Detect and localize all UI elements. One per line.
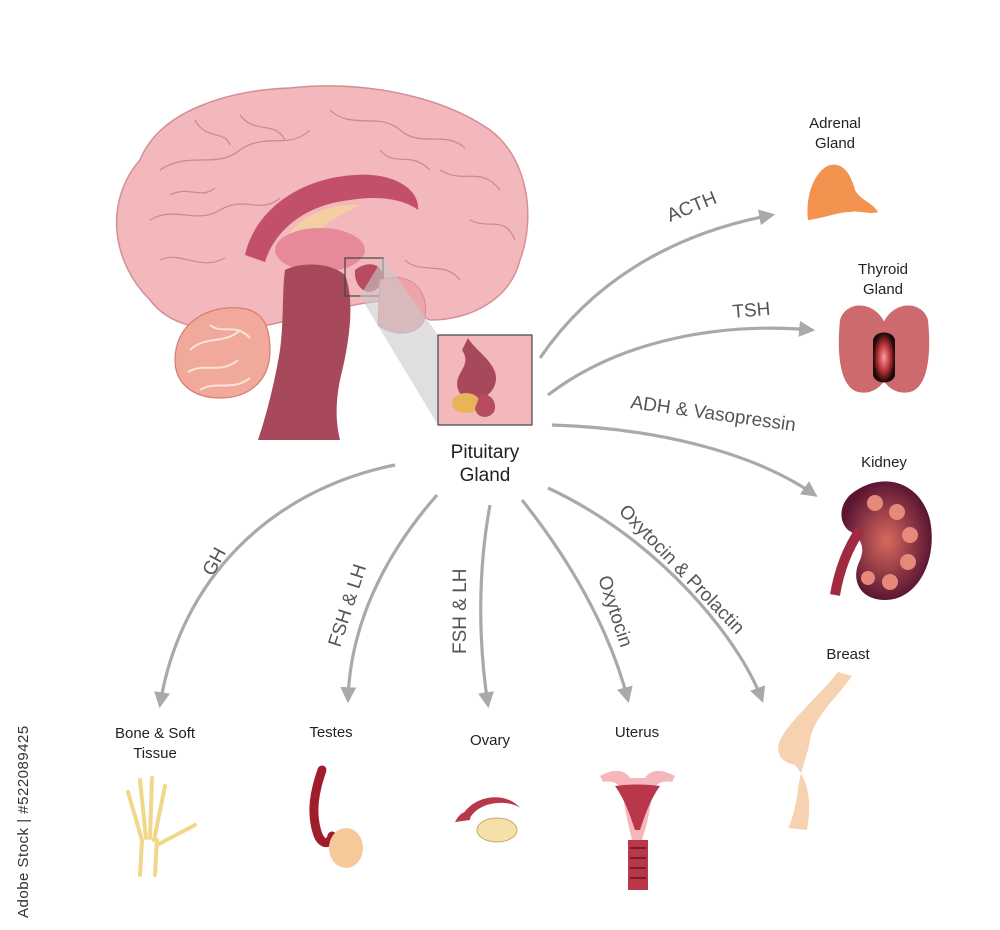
hormone-label-adh: ADH & Vasopressin	[629, 392, 797, 436]
thalamus	[275, 228, 365, 272]
brain-illustration	[115, 85, 533, 440]
center-label-line2: Gland	[460, 465, 511, 486]
hormone-label-acth: ACTH	[664, 188, 720, 227]
breast-illustration	[778, 672, 852, 830]
hormone-label-oxytocin: Oxytocin	[593, 573, 636, 650]
label-uterus: Uterus	[615, 724, 659, 741]
stock-credit: Adobe Stock | #522089425	[15, 725, 32, 918]
arrow-tsh	[547, 320, 816, 397]
uterus-illustration	[600, 770, 675, 890]
pituitary-gland-label: Pituitary Gland	[451, 442, 520, 486]
kidney-illustration	[830, 481, 932, 600]
label-bone-line2: Tissue	[133, 745, 177, 762]
hormone-label-fsh-lh-testes: FSH & LH	[325, 562, 371, 650]
label-testes: Testes	[309, 724, 352, 741]
arrow-acth	[538, 209, 776, 359]
brainstem	[258, 264, 351, 440]
center-label-line1: Pituitary	[451, 442, 520, 463]
ovary-illustration	[455, 797, 520, 843]
bone-tissue-illustration	[126, 776, 197, 877]
corpus-callosum	[245, 174, 419, 262]
hormone-arrows	[154, 209, 818, 709]
thyroid-gland-illustration	[838, 305, 930, 393]
label-thyroid-line1: Thyroid	[858, 261, 908, 278]
arrow-oxy-prolactin	[547, 486, 766, 704]
arrow-oxytocin	[520, 499, 633, 704]
organ-labels: Adrenal Gland Thyroid Gland Kidney Breas…	[115, 115, 908, 762]
label-breast: Breast	[826, 646, 870, 663]
arrow-adh	[551, 423, 818, 497]
arrow-fsh-lh-ovary	[478, 504, 494, 709]
hormone-label-gh: GH	[199, 544, 231, 579]
adrenal-gland-illustration	[807, 164, 878, 220]
hormone-label-fsh-lh-ovary: FSH & LH	[450, 568, 471, 654]
zoom-wedge	[360, 258, 438, 425]
label-kidney: Kidney	[861, 454, 907, 471]
hormone-label-oxy-prolactin: Oxytocin & Prolactin	[614, 501, 748, 639]
label-ovary: Ovary	[470, 732, 511, 749]
label-adrenal-line1: Adrenal	[809, 115, 861, 132]
label-bone-line1: Bone & Soft	[115, 725, 196, 742]
arrow-fsh-lh-testes	[340, 493, 439, 704]
hormone-label-tsh: TSH	[732, 299, 772, 323]
label-adrenal-line2: Gland	[815, 135, 855, 152]
label-thyroid-line2: Gland	[863, 281, 903, 298]
arrow-gh	[154, 463, 396, 709]
cerebellum	[174, 307, 271, 399]
testes-illustration	[309, 765, 363, 868]
